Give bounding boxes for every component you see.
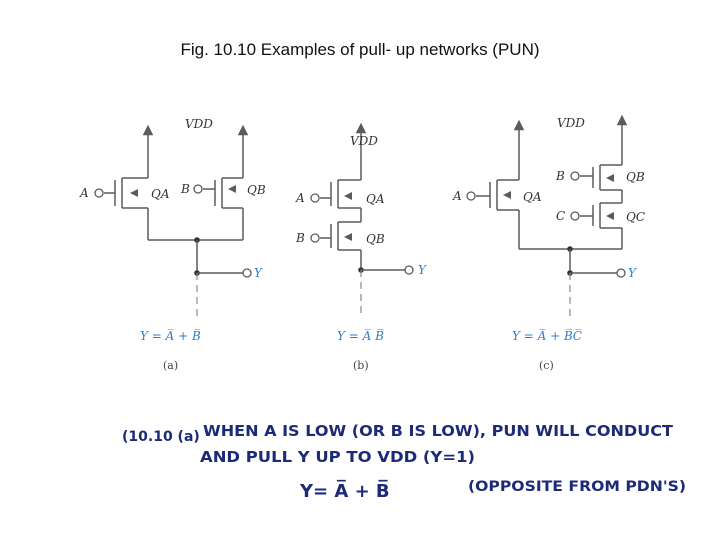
output-y-label: Y (254, 266, 263, 280)
equation-a: Y = A̅ + B̅ (140, 328, 201, 343)
input-a-label: A (452, 189, 462, 203)
note-equation: Y= A̅ + B̅ (299, 480, 390, 502)
input-b-label: B (555, 169, 565, 183)
caption-b: (b) (353, 359, 369, 372)
qc-label: QC (626, 210, 645, 224)
equation-c: Y = A̅ + B̅C̅ (512, 328, 582, 343)
qa-label: QA (151, 187, 170, 201)
figure-title: Fig. 10.10 Examples of pull- up networks… (180, 40, 540, 59)
qb-label: QB (366, 232, 385, 246)
vdd-label: VDD (185, 117, 213, 131)
input-b-label: B (295, 231, 305, 245)
note-line-2: AND PULL Y UP TO VDD (Y=1) (200, 448, 475, 466)
equation-b: Y = A̅ B̅ (337, 328, 384, 343)
output-y-label: Y (628, 266, 637, 280)
input-b-label: B (180, 182, 190, 196)
caption-c: (c) (539, 359, 554, 372)
qb-label: QB (247, 183, 266, 197)
caption-a: (a) (163, 359, 178, 372)
vdd-label: VDD (350, 134, 378, 148)
qb-label: QB (626, 170, 645, 184)
circuit-a: VDD A QA B QB Y Y = A̅ + B̅ (a) (79, 117, 266, 372)
vdd-label: VDD (557, 116, 585, 130)
note-reference: (10.10 (a) (122, 429, 200, 445)
note-opposite: (OPPOSITE FROM PDN'S) (468, 479, 686, 495)
qa-label: QA (366, 192, 385, 206)
handwritten-notes: (10.10 (a) WHEN A IS LOW (OR B IS LOW), … (122, 422, 686, 502)
input-a-label: A (295, 191, 305, 205)
qa-label: QA (523, 190, 542, 204)
circuit-b: VDD A QA B QB Y Y = A̅ B̅ (b) (295, 122, 427, 372)
input-a-label: A (79, 186, 89, 200)
output-y-label: Y (418, 263, 427, 277)
note-line-1: WHEN A IS LOW (OR B IS LOW), PUN WILL CO… (203, 422, 674, 440)
input-c-label: C (556, 209, 565, 223)
circuit-c: VDD A QA B QB C QC (452, 114, 645, 372)
